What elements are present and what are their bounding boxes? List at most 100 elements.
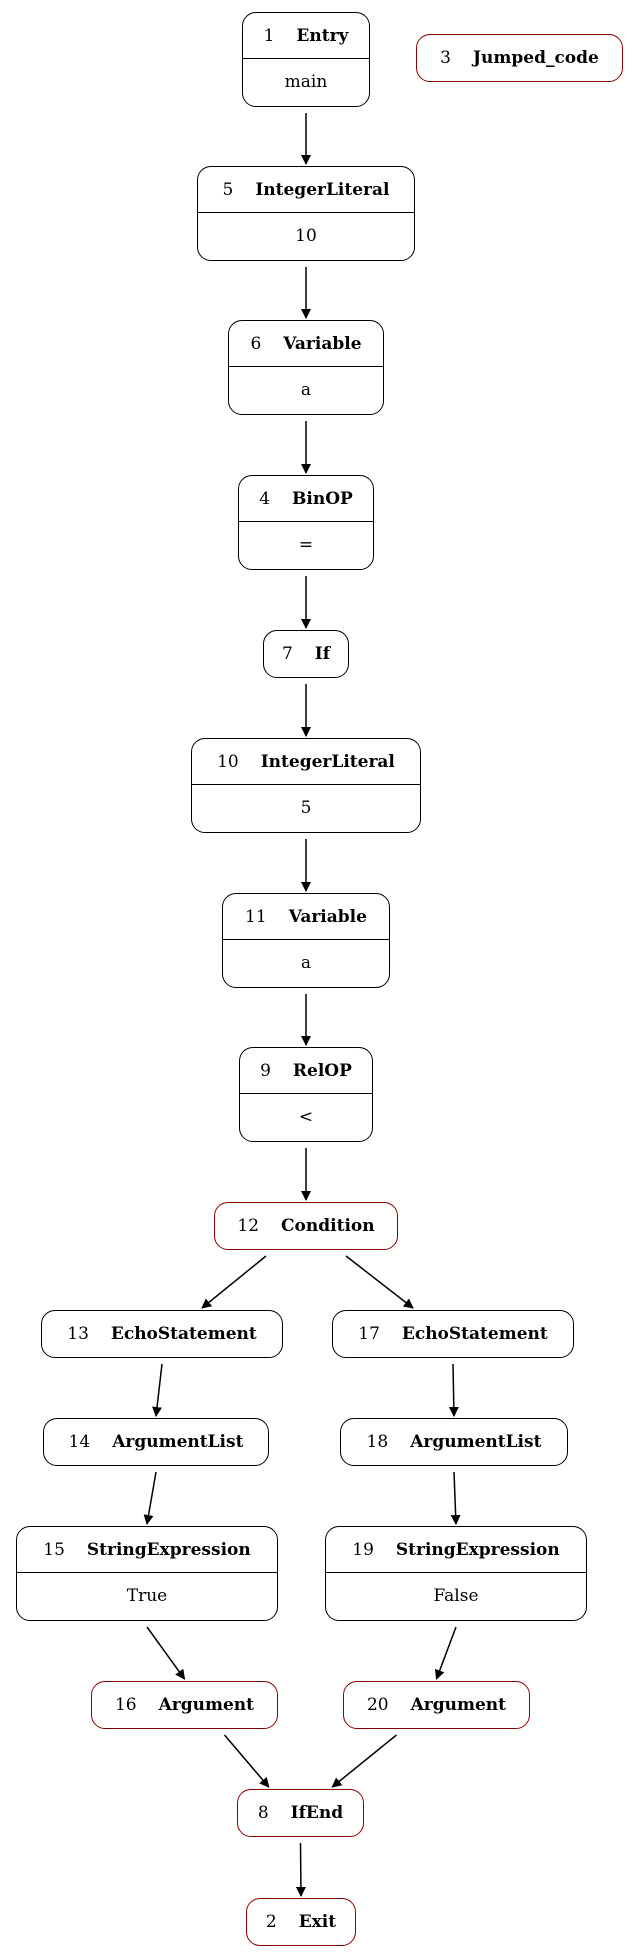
node-7: 7 If bbox=[263, 630, 349, 678]
node-id: 6 bbox=[250, 333, 262, 354]
node-label: Argument bbox=[410, 1695, 507, 1715]
node-value: 5 bbox=[300, 798, 312, 818]
node-header: 5 IntegerLiteral bbox=[198, 167, 414, 213]
edge-n19-n20 bbox=[434, 1626, 457, 1680]
node-12: 12 Condition bbox=[214, 1202, 398, 1250]
node-header: 17 EchoStatement bbox=[333, 1311, 573, 1357]
node-8: 8 IfEnd bbox=[237, 1789, 364, 1837]
node-id: 10 bbox=[217, 751, 239, 772]
node-label: Exit bbox=[298, 1912, 337, 1932]
node-17: 17 EchoStatement bbox=[332, 1310, 574, 1358]
node-label: BinOP bbox=[292, 488, 353, 509]
node-header: 12 Condition bbox=[215, 1203, 397, 1249]
node-label: Jumped_code bbox=[472, 48, 599, 68]
node-3: 3 Jumped_code bbox=[416, 34, 623, 82]
node-value: False bbox=[433, 1586, 479, 1606]
node-label: If bbox=[314, 644, 331, 664]
node-id: 7 bbox=[281, 644, 293, 664]
node-header: 1 Entry bbox=[243, 13, 369, 59]
node-id: 2 bbox=[265, 1912, 277, 1932]
node-header: 8 IfEnd bbox=[238, 1790, 363, 1836]
node-10: 10 IntegerLiteral 5 bbox=[191, 738, 421, 833]
node-header: 18 ArgumentList bbox=[341, 1419, 567, 1465]
node-label: RelOP bbox=[292, 1060, 352, 1081]
node-header: 2 Exit bbox=[247, 1899, 355, 1945]
node-header: 13 EchoStatement bbox=[42, 1311, 282, 1357]
node-id: 4 bbox=[259, 488, 271, 509]
node-13: 13 EchoStatement bbox=[41, 1310, 283, 1358]
node-value: True bbox=[126, 1586, 168, 1606]
node-18: 18 ArgumentList bbox=[340, 1418, 568, 1466]
node-id: 17 bbox=[358, 1324, 380, 1344]
node-header: 6 Variable bbox=[229, 321, 383, 367]
node-6: 6 Variable a bbox=[228, 320, 384, 415]
node-id: 1 bbox=[263, 25, 275, 46]
node-id: 12 bbox=[237, 1216, 260, 1236]
edge-n14-n15 bbox=[143, 1471, 157, 1525]
node-label: Argument bbox=[158, 1695, 255, 1715]
node-header: 10 IntegerLiteral bbox=[192, 739, 420, 785]
node-20: 20 Argument bbox=[343, 1681, 530, 1729]
node-label: StringExpression bbox=[86, 1539, 251, 1560]
node-label: IntegerLiteral bbox=[255, 179, 390, 200]
node-id: 8 bbox=[257, 1803, 269, 1823]
node-id: 19 bbox=[352, 1539, 374, 1560]
edge-n12-n13 bbox=[201, 1255, 267, 1309]
node-id: 13 bbox=[67, 1324, 89, 1344]
node-label: ArgumentList bbox=[112, 1432, 244, 1452]
edge-n12-n17 bbox=[345, 1255, 414, 1309]
node-4: 4 BinOP = bbox=[238, 475, 374, 570]
node-header: 4 BinOP bbox=[239, 476, 373, 522]
node-label: Entry bbox=[296, 25, 349, 46]
node-id: 3 bbox=[440, 48, 451, 68]
node-id: 9 bbox=[260, 1060, 271, 1081]
node-id: 11 bbox=[245, 906, 267, 927]
node-id: 20 bbox=[366, 1695, 389, 1715]
node-label: ArgumentList bbox=[410, 1432, 542, 1452]
node-16: 16 Argument bbox=[91, 1681, 278, 1729]
node-5: 5 IntegerLiteral 10 bbox=[197, 166, 415, 261]
node-value: < bbox=[298, 1107, 314, 1127]
edge-n20-n8 bbox=[331, 1734, 397, 1788]
node-label: EchoStatement bbox=[110, 1324, 257, 1344]
node-label: EchoStatement bbox=[401, 1324, 548, 1344]
edge-n18-n19 bbox=[450, 1471, 461, 1525]
node-value: 10 bbox=[295, 226, 317, 246]
node-14: 14 ArgumentList bbox=[43, 1418, 269, 1466]
node-value: a bbox=[300, 380, 312, 400]
node-id: 18 bbox=[366, 1432, 389, 1452]
node-label: IfEnd bbox=[290, 1803, 344, 1823]
node-header: 19 StringExpression bbox=[326, 1527, 586, 1573]
node-label: Variable bbox=[288, 906, 367, 927]
node-9: 9 RelOP < bbox=[239, 1047, 373, 1142]
node-1: 1 Entry main bbox=[242, 12, 370, 107]
node-value: main bbox=[284, 72, 328, 92]
node-label: Condition bbox=[281, 1216, 375, 1236]
node-header: 9 RelOP bbox=[240, 1048, 372, 1094]
node-header: 14 ArgumentList bbox=[44, 1419, 268, 1465]
node-header: 7 If bbox=[264, 631, 348, 677]
node-id: 16 bbox=[114, 1695, 137, 1715]
node-header: 3 Jumped_code bbox=[417, 35, 622, 81]
edge-n8-n2 bbox=[295, 1842, 306, 1897]
edge-n15-n16 bbox=[146, 1626, 186, 1680]
node-label: Variable bbox=[283, 333, 362, 354]
edge-n16-n8 bbox=[223, 1734, 270, 1788]
node-header: 16 Argument bbox=[92, 1682, 277, 1728]
node-header: 20 Argument bbox=[344, 1682, 529, 1728]
edge-n17-n18 bbox=[448, 1363, 459, 1417]
node-id: 14 bbox=[68, 1432, 91, 1452]
node-2: 2 Exit bbox=[246, 1898, 356, 1946]
node-id: 5 bbox=[222, 179, 234, 200]
node-header: 11 Variable bbox=[223, 894, 389, 940]
node-label: IntegerLiteral bbox=[260, 751, 395, 772]
node-label: StringExpression bbox=[395, 1539, 560, 1560]
edge-n13-n14 bbox=[152, 1363, 163, 1417]
node-value: = bbox=[298, 535, 314, 555]
